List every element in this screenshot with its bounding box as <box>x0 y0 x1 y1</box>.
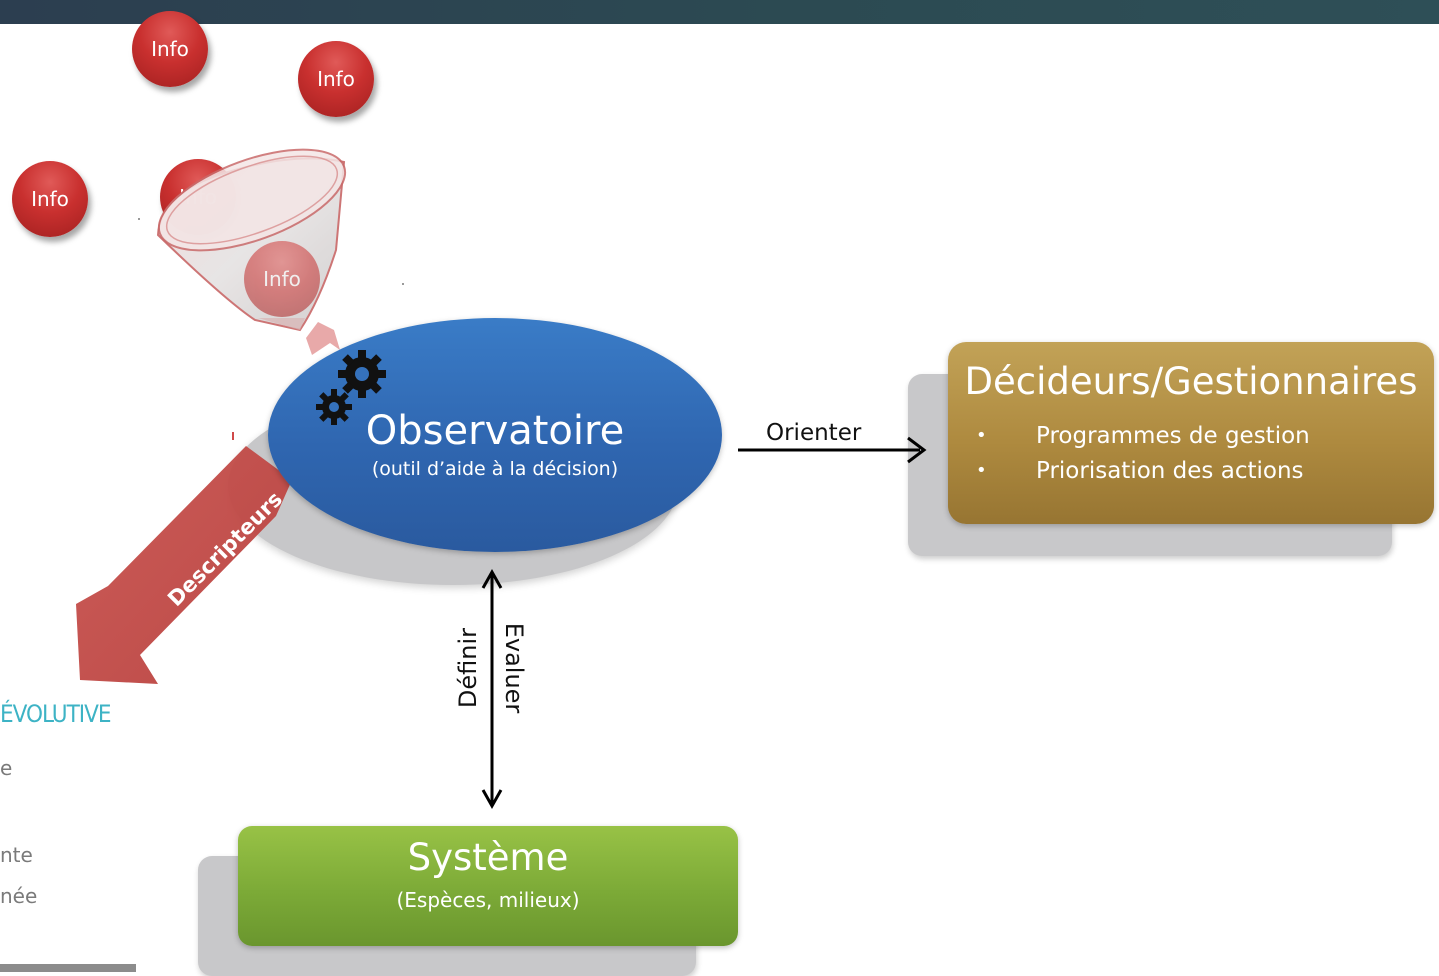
evaluer-label: Evaluer <box>500 622 528 714</box>
definir-label: Définir <box>454 627 482 709</box>
bullet-icon: • <box>976 460 987 481</box>
decideurs-title: Décideurs/Gestionnaires <box>964 360 1418 403</box>
info-bubble-in-funnel: Info <box>244 241 320 317</box>
stray-mark <box>138 218 140 220</box>
decideurs-item-label: Programmes de gestion <box>1036 422 1310 449</box>
decideurs-list-item: • Programmes de gestion <box>976 418 1310 453</box>
info-label: Info <box>263 267 301 291</box>
decideurs-item-label: Priorisation des actions <box>1036 457 1304 484</box>
definir-evaluer-arrow <box>481 568 503 810</box>
stray-mark <box>402 283 404 285</box>
orienter-label: Orienter <box>766 420 862 446</box>
decideurs-box <box>948 342 1434 524</box>
funnel-icon <box>156 148 347 355</box>
systeme-subtitle: (Espèces, milieux) <box>396 888 580 912</box>
info-bubble: Info <box>298 41 374 117</box>
stray-mark <box>232 432 234 440</box>
gears-icon <box>316 350 386 425</box>
partial-panel-line: nte <box>0 843 33 867</box>
observatoire-ellipse <box>268 318 722 552</box>
observatoire-title: Observatoire <box>365 408 625 454</box>
partial-panel-line: née <box>0 884 38 908</box>
info-label: Info <box>151 37 189 61</box>
partial-panel-heading: ÉVOLUTIVE <box>0 700 112 728</box>
partial-panel-line: e <box>0 756 13 780</box>
decideurs-list-item: • Priorisation des actions <box>976 453 1310 488</box>
info-bubble: Info <box>12 161 88 237</box>
systeme-box <box>238 826 738 946</box>
systeme-title: Système <box>407 836 569 879</box>
top-bar <box>0 0 1439 24</box>
info-bubble: Info <box>132 11 208 87</box>
bullet-icon: • <box>976 425 987 446</box>
info-label: Info <box>317 67 355 91</box>
descripteurs-arrow <box>76 446 292 684</box>
orienter-arrow <box>738 436 927 464</box>
info-label: Info <box>31 187 69 211</box>
partial-panel-rule <box>0 964 136 972</box>
decideurs-list: • Programmes de gestion • Priorisation des… <box>976 418 1310 488</box>
observatoire-subtitle: (outil d’aide à la décision) <box>371 458 619 480</box>
